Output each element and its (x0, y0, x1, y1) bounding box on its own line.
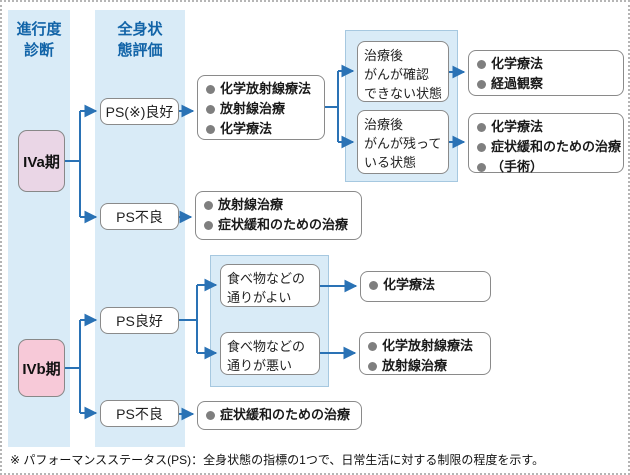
treatment-box-r2: 化学療法 症状緩和のための治療 （手術） (468, 113, 624, 174)
treatment-box-t2: 放射線治療 症状緩和のための治療 (195, 191, 362, 240)
ps-ivb-poor-box: PS不良 (100, 400, 179, 427)
treatment-item: 症状緩和のための治療 (202, 215, 355, 235)
column-condition-title: 全身状態評価 (117, 21, 163, 59)
treatment-item: 経過観察 (475, 74, 617, 94)
treatment-item: 放射線治療 (366, 356, 484, 376)
footnote: ※ パフォーマンスステータス(PS)：全身状態の指標の1つで、日常生活に対する制… (10, 453, 545, 467)
treatment-box-r4: 化学放射線療法 放射線治療 (359, 332, 491, 375)
bullet-icon (206, 84, 215, 94)
bullet-icon (477, 142, 486, 152)
bullet-icon (368, 341, 377, 351)
stage-ivb-label: IVb期 (22, 360, 61, 378)
ps-ivb-poor-label: PS不良 (116, 405, 163, 422)
bullet-icon (477, 122, 486, 132)
bullet-icon (477, 79, 486, 89)
bullet-icon (204, 200, 213, 210)
bullet-icon (369, 280, 378, 290)
column-progression-title: 進行度診断 (16, 21, 62, 59)
bullet-icon (204, 220, 213, 230)
stage-iva-label: IVa期 (23, 153, 60, 171)
treatment-item: 化学放射線療法 (204, 79, 318, 99)
ps-iva-good-label: PS(※)良好 (105, 103, 174, 120)
condition-passage-poor-box: 食べ物などの 通りが悪い (220, 332, 320, 375)
treatment-box-r5: 症状緩和のための治療 (197, 401, 362, 430)
treatment-item: 化学療法 (367, 275, 484, 295)
bullet-icon (477, 162, 486, 172)
treatment-box-r1: 化学療法 経過観察 (468, 50, 624, 96)
treatment-item: 化学放射線療法 (366, 336, 484, 356)
condition-passage-good-box: 食べ物などの 通りがよい (220, 264, 320, 307)
ps-iva-good-box: PS(※)良好 (100, 98, 179, 125)
bullet-icon (206, 124, 215, 134)
treatment-item: 化学療法 (204, 119, 318, 139)
bullet-icon (206, 410, 215, 420)
condition-cancer-remains-box: 治療後 がんが残って いる状態 (357, 110, 449, 174)
ps-iva-poor-label: PS不良 (116, 208, 163, 225)
treatment-item: （手術） (475, 157, 617, 177)
bullet-icon (368, 361, 377, 371)
ps-ivb-good-box: PS良好 (100, 307, 179, 334)
bullet-icon (206, 104, 215, 114)
bullet-icon (477, 59, 486, 69)
treatment-item: 症状緩和のための治療 (475, 137, 621, 157)
treatment-item: 症状緩和のための治療 (204, 405, 355, 425)
treatment-item: 放射線治療 (202, 195, 355, 215)
ps-iva-poor-box: PS不良 (100, 203, 179, 230)
stage-iva-box: IVa期 (18, 130, 65, 192)
treatment-item: 化学療法 (475, 117, 617, 137)
treatment-box-t1: 化学放射線療法 放射線治療 化学療法 (197, 75, 325, 140)
ps-ivb-good-label: PS良好 (116, 312, 163, 329)
treatment-item: 化学療法 (475, 54, 617, 74)
treatment-box-r3: 化学療法 (360, 271, 491, 302)
stage-ivb-box: IVb期 (18, 339, 65, 397)
treatment-item: 放射線治療 (204, 99, 318, 119)
condition-no-cancer-box: 治療後 がんが確認 できない状態 (357, 41, 449, 102)
